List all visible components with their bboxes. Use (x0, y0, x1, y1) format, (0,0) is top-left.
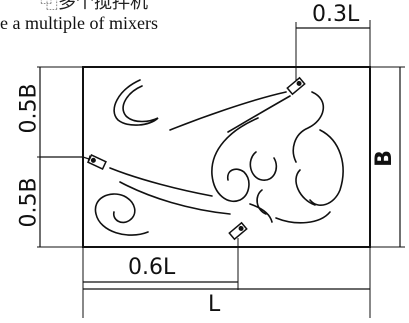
caption-chinese: ⿻多个搅拌机 (40, 0, 148, 13)
tank-outline (82, 66, 371, 248)
label-top-half: 0.5B (16, 83, 42, 134)
label-length: L (208, 292, 221, 317)
mixer-left (87, 153, 107, 171)
label-bottom-half: 0.5B (16, 177, 42, 228)
label-bottom-offset: 0.6L (128, 255, 176, 280)
flow-lines (94, 79, 344, 236)
mixer-bottom (228, 221, 248, 241)
mixer-left-leader (40, 154, 96, 163)
label-height: B (371, 150, 397, 167)
mixer-top (286, 76, 306, 96)
caption: e a multiple of mixers (0, 13, 158, 33)
label-top-offset: 0.3L (312, 2, 360, 27)
